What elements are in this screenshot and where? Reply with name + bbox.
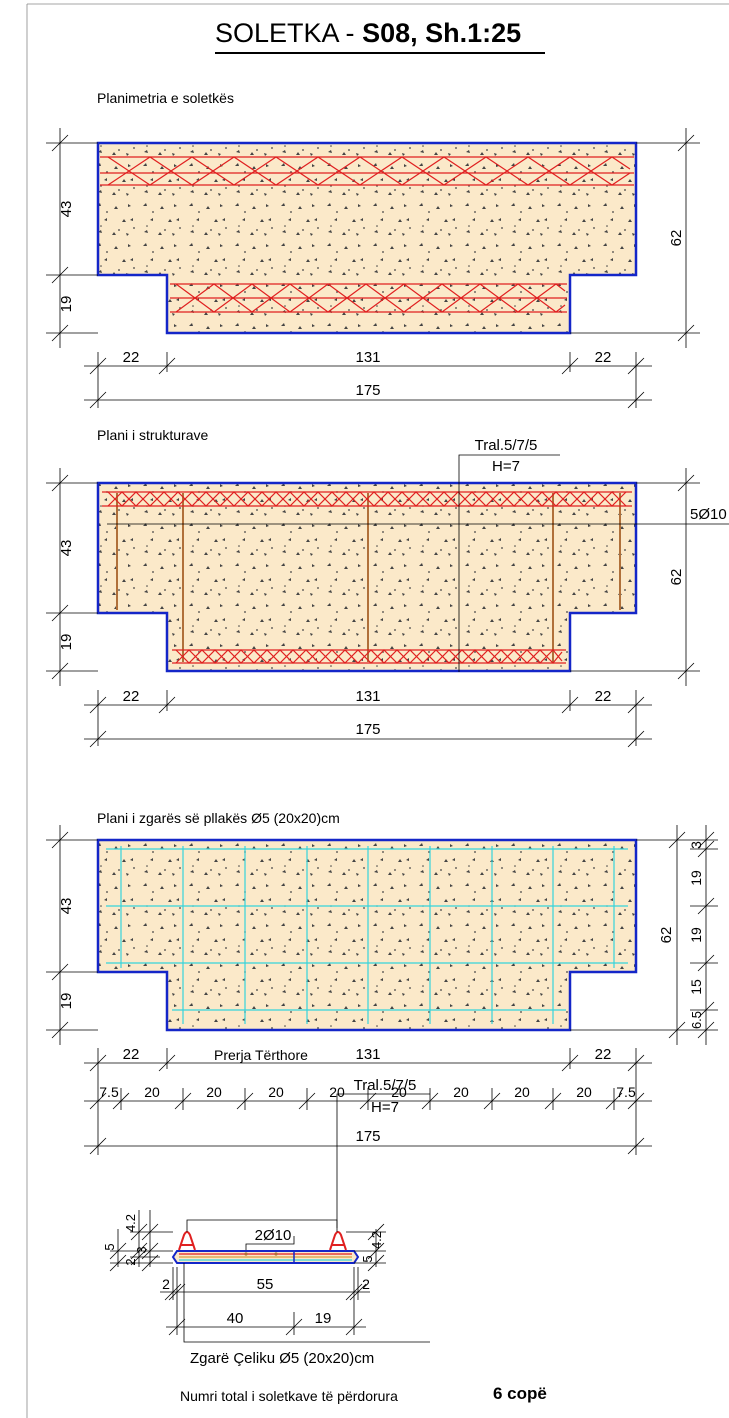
plan-dim-22-right: 22 bbox=[595, 349, 612, 366]
sheet-title: SOLETKA - S08, Sh.1:25 bbox=[215, 16, 545, 54]
section-leaders bbox=[183, 1093, 430, 1343]
total-label: Numri total i soletkave të përdorura bbox=[180, 1388, 398, 1404]
structure-dim-19: 19 bbox=[58, 634, 75, 651]
section-rebars bbox=[244, 1252, 278, 1256]
mesh-dim-right-2: 19 bbox=[688, 927, 704, 943]
section-dim-gap-right: 2 bbox=[362, 1276, 370, 1292]
structure-view: Tral.5/7/5 H=7 5Ø10 bbox=[46, 437, 729, 748]
plan-dimensions bbox=[46, 128, 700, 409]
section-truss-height: H=7 bbox=[371, 1099, 399, 1116]
mesh-dim-right-0: 3 bbox=[688, 841, 704, 849]
structure-truss-label: Tral.5/7/5 bbox=[475, 437, 538, 454]
structure-leaders bbox=[107, 454, 729, 672]
total-count: 6 copë bbox=[493, 1384, 547, 1403]
plan-dim-43: 43 bbox=[58, 201, 75, 218]
section-dim-right-4-2: 4.2 bbox=[369, 1231, 384, 1249]
mesh-dim-bottom-7: 20 bbox=[514, 1084, 530, 1100]
mesh-dim-bottom-4: 20 bbox=[329, 1084, 345, 1100]
section-dim-left-2: 2 bbox=[123, 1258, 138, 1265]
mesh-dim-bottom-9: 7.5 bbox=[616, 1084, 636, 1100]
plan-truss-bottom bbox=[170, 283, 567, 313]
structure-dim-22-left: 22 bbox=[123, 688, 140, 705]
plan-dim-22-left: 22 bbox=[123, 349, 140, 366]
structure-truss-bottom bbox=[172, 649, 566, 664]
plan-dim-62: 62 bbox=[668, 230, 685, 247]
section-dim-40: 40 bbox=[227, 1310, 244, 1327]
mesh-view: 43 19 62 3 19 19 15 6.5 22 131 22 7.5 20… bbox=[46, 825, 718, 1155]
structure-dim-131: 131 bbox=[355, 688, 380, 705]
plan-slab-outline bbox=[96, 141, 638, 335]
section-dim-55: 55 bbox=[257, 1276, 274, 1293]
sheet-border bbox=[26, 3, 729, 1418]
mesh-dim-175: 175 bbox=[355, 1128, 380, 1145]
structure-dim-175: 175 bbox=[355, 721, 380, 738]
mesh-slab-outline bbox=[96, 838, 638, 1032]
title-prefix: SOLETKA - bbox=[215, 18, 363, 48]
section-dim-left-5: 5 bbox=[102, 1243, 117, 1250]
section-title: Prerja Tërthore bbox=[214, 1047, 308, 1063]
structure-truss-height: H=7 bbox=[492, 458, 520, 475]
section-layers bbox=[179, 1251, 352, 1263]
structure-rebars bbox=[116, 493, 621, 662]
mesh-dim-right-1: 19 bbox=[688, 870, 704, 886]
mesh-dim-right-4: 6.5 bbox=[689, 1011, 704, 1029]
section-mesh-label: Zgarë Çeliku Ø5 (20x20)cm bbox=[190, 1350, 374, 1367]
section-dim-right-5: 5 bbox=[360, 1255, 375, 1262]
plan-dim-131: 131 bbox=[355, 349, 380, 366]
section-dim-19: 19 bbox=[315, 1310, 332, 1327]
section-truss-left bbox=[178, 1231, 196, 1251]
title-code: S08, Sh.1:25 bbox=[362, 18, 522, 48]
plan-title: Planimetria e soletkës bbox=[97, 90, 234, 106]
mesh-title: Plani i zgarës së pllakës Ø5 (20x20)cm bbox=[97, 810, 340, 826]
mesh-dimensions bbox=[46, 825, 718, 1155]
mesh-dim-19: 19 bbox=[58, 993, 75, 1010]
cross-section-view: Tral.5/7/5 H=7 2Ø10 Zgarë Çeliku Ø5 (20x… bbox=[102, 1077, 430, 1367]
plan-truss-top bbox=[100, 156, 634, 186]
mesh-dim-bottom-6: 20 bbox=[453, 1084, 469, 1100]
structure-dim-62: 62 bbox=[668, 569, 685, 586]
plan-dim-175: 175 bbox=[355, 382, 380, 399]
structure-rebar-label: 5Ø10 bbox=[690, 506, 727, 523]
mesh-dim-131: 131 bbox=[355, 1046, 380, 1063]
mesh-dim-43: 43 bbox=[58, 898, 75, 915]
mesh-dim-bottom-8: 20 bbox=[576, 1084, 592, 1100]
section-dim-left-3: 3 bbox=[134, 1246, 149, 1253]
plan-view: 43 19 62 22 131 22 175 bbox=[46, 128, 700, 409]
section-dim-gap-left: 2 bbox=[162, 1276, 170, 1292]
structure-truss-top bbox=[102, 491, 632, 507]
mesh-grid bbox=[106, 846, 628, 1024]
mesh-dim-bottom-1: 20 bbox=[144, 1084, 160, 1100]
mesh-dim-right-3: 15 bbox=[688, 979, 704, 995]
structure-dim-43: 43 bbox=[58, 540, 75, 557]
structure-dimensions bbox=[46, 468, 700, 748]
mesh-dim-22-right: 22 bbox=[595, 1046, 612, 1063]
mesh-dim-bottom-5: 20 bbox=[391, 1084, 407, 1100]
section-dimensions bbox=[109, 1210, 386, 1336]
mesh-dim-bottom-3: 20 bbox=[268, 1084, 284, 1100]
structure-title: Plani i strukturave bbox=[97, 427, 209, 443]
mesh-dim-22-left: 22 bbox=[123, 1046, 140, 1063]
mesh-dim-bottom-2: 20 bbox=[206, 1084, 222, 1100]
mesh-dim-62: 62 bbox=[658, 927, 675, 944]
structure-dim-22-right: 22 bbox=[595, 688, 612, 705]
section-truss-label: Tral.5/7/5 bbox=[354, 1077, 417, 1094]
section-truss-right bbox=[329, 1231, 347, 1251]
section-dim-left-4-2: 4.2 bbox=[123, 1214, 138, 1232]
mesh-dim-bottom-0: 7.5 bbox=[99, 1084, 119, 1100]
section-rebar-label: 2Ø10 bbox=[255, 1227, 292, 1244]
plan-dim-19: 19 bbox=[58, 296, 75, 313]
